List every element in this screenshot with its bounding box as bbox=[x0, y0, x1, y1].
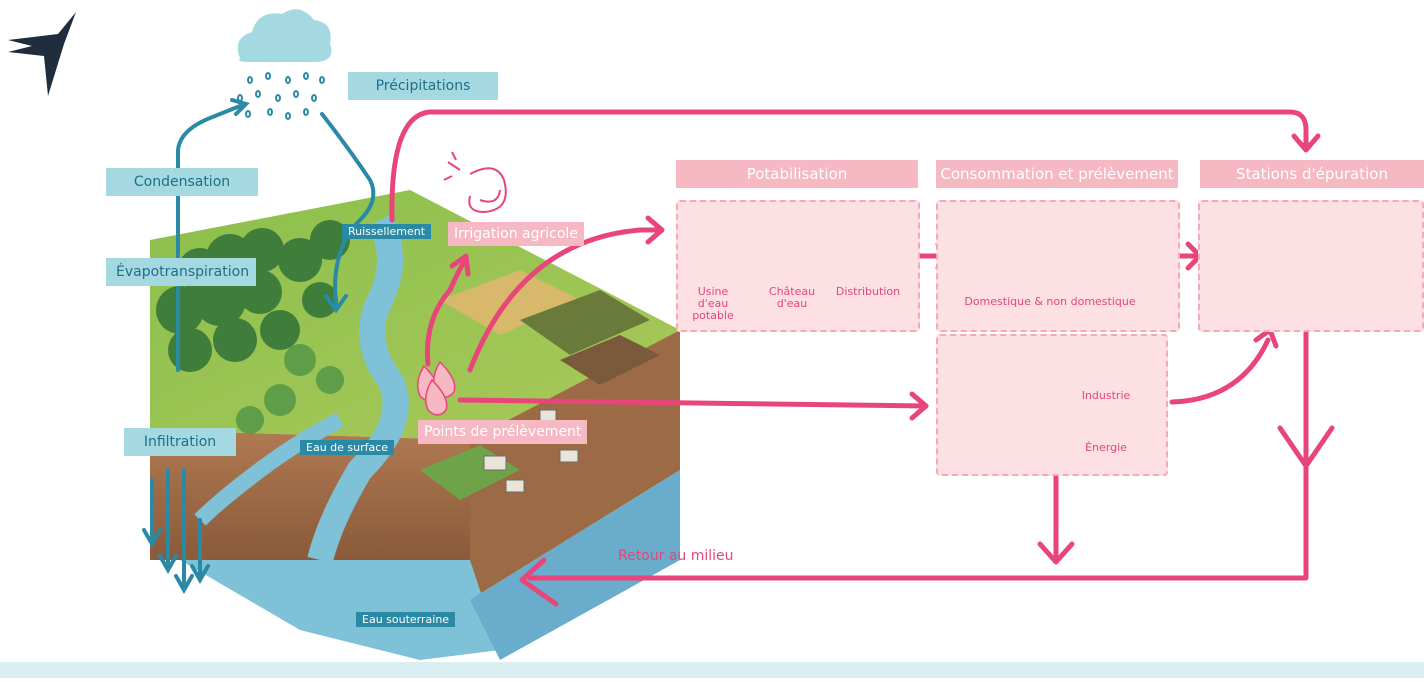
usage-flow-arrows bbox=[389, 109, 1335, 607]
label-eau-surface: Eau de surface bbox=[300, 440, 395, 455]
section-title-consommation: Consommation et prélèvement bbox=[936, 160, 1178, 188]
label-points-prelevement: Points de prélèvement bbox=[418, 420, 588, 444]
stations-box bbox=[1198, 200, 1424, 332]
label-precipitations: Précipitations bbox=[348, 72, 498, 100]
label-domestique: Domestique & non domestique bbox=[964, 295, 1136, 308]
label-ruissellement: Ruissellement bbox=[342, 224, 432, 239]
section-title-stations: Stations d'épuration bbox=[1200, 160, 1424, 188]
landscape-illustration bbox=[150, 190, 680, 660]
industrie-energie-box bbox=[936, 334, 1168, 476]
item-distribution: Distribution bbox=[835, 285, 901, 298]
item-chateau: Château d'eau bbox=[768, 285, 816, 310]
label-industrie: Industrie bbox=[1081, 389, 1131, 402]
water-cycle-arrows bbox=[142, 98, 376, 595]
label-retour-milieu: Retour au milieu bbox=[618, 548, 734, 564]
label-energie: Énergie bbox=[1085, 441, 1127, 454]
label-condensation: Condensation bbox=[106, 168, 258, 196]
swallow-icon bbox=[8, 12, 76, 96]
item-usine: Usine d'eau potable bbox=[692, 285, 734, 322]
water-drops-icon bbox=[417, 360, 456, 416]
label-infiltration: Infiltration bbox=[124, 428, 236, 456]
footer-band bbox=[0, 662, 1424, 678]
label-irrigation: Irrigation agricole bbox=[448, 222, 584, 246]
cloud-icon bbox=[237, 9, 332, 120]
potabilisation-box bbox=[676, 200, 920, 332]
label-eau-souterraine: Eau souterraine bbox=[356, 612, 456, 627]
consommation-box bbox=[936, 200, 1180, 332]
sprinkler-icon bbox=[443, 151, 507, 214]
label-evapotranspiration: Évapotranspiration bbox=[106, 258, 256, 286]
section-title-potabilisation: Potabilisation bbox=[676, 160, 918, 188]
